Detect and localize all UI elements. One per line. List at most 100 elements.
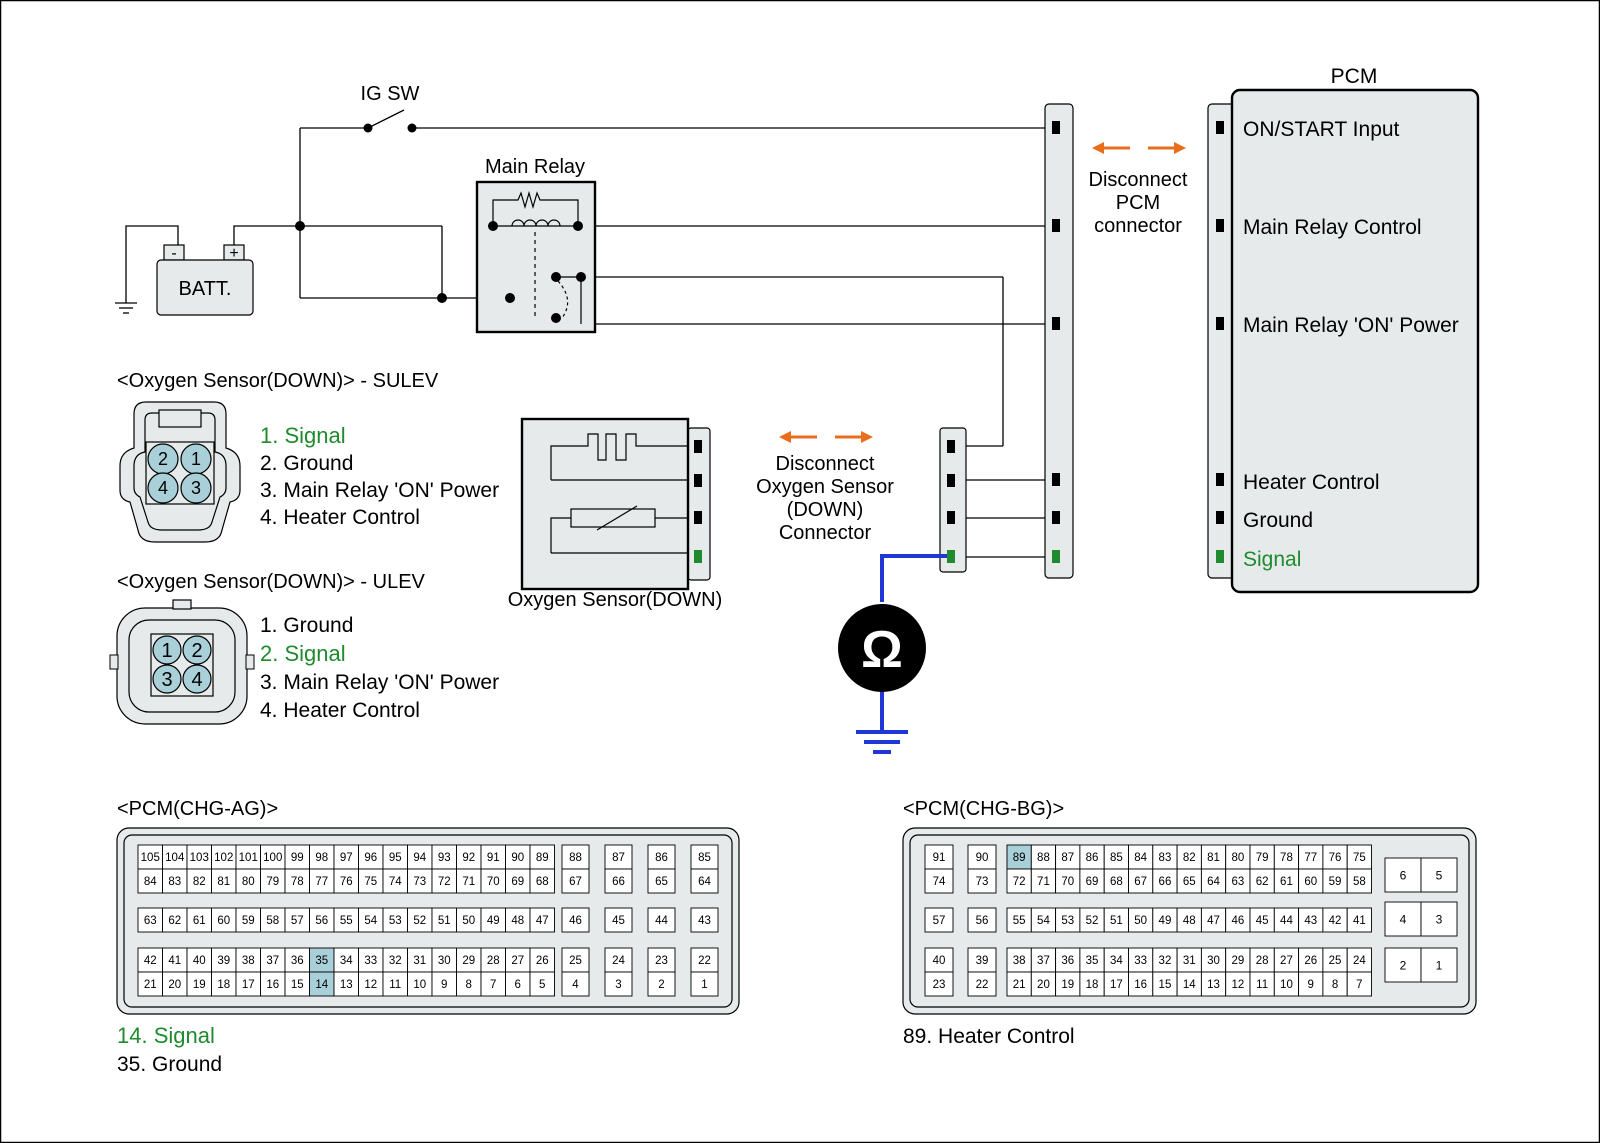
pin-number: 85 [1110,852,1123,864]
pin-number: 4 [1400,912,1407,926]
pin-number: 70 [1061,876,1074,888]
pcm-ag-note-2: 35. Ground [117,1053,222,1076]
pin-number: 23 [655,955,668,967]
pin-number: 46 [569,915,582,927]
pin-cell [1298,971,1324,997]
pin-cell [1225,947,1251,973]
pin-number: 75 [1353,852,1366,864]
pin-number: 12 [364,979,377,991]
pin-number: 47 [1207,915,1220,927]
pin-number: 6 [515,979,521,991]
pin-cell [1128,907,1154,933]
disconnect-o2-line-2: Oxygen Sensor [756,476,894,498]
pin-number: 29 [1231,955,1244,967]
pin-cell [647,947,676,973]
pin-cell [480,947,506,973]
junction-dots [295,221,447,303]
pin-number: 31 [413,955,426,967]
pin-cell [1225,907,1251,933]
pin-number: 29 [462,955,475,967]
ulev-pin-number: 1 [161,640,172,662]
pin-number: 24 [612,955,625,967]
pin-cell [647,868,676,894]
pin-number: 77 [315,876,328,888]
pin-cell [211,907,237,933]
pin-number: 35 [315,955,328,967]
pin-number: 41 [1353,915,1366,927]
pin-cell [333,971,359,997]
main-relay: Main Relay [475,156,597,334]
pin-number: 1 [701,979,707,991]
pin-number: 28 [1256,955,1269,967]
pin-cell [1079,844,1105,870]
pin-cell [1200,844,1227,870]
pin-number: 74 [933,876,946,888]
pin-cell [967,907,997,933]
pin-number: 91 [933,852,946,864]
pin-number: 79 [266,876,279,888]
pin-cell [690,868,719,894]
pin-cell [235,868,261,894]
pin-cell [162,844,188,870]
pin-number: 46 [1231,915,1244,927]
pin-number: 21 [144,979,157,991]
pin-number: 84 [1134,852,1147,864]
pin-number: 71 [1037,876,1050,888]
pin-cell [690,947,719,973]
pcm-module: PCM ON/START Input Main Relay Control Ma… [1207,65,1480,594]
pin-number: 57 [933,915,946,927]
pin-cell [260,844,286,870]
pin-cell [529,868,555,894]
pin-cell [1384,901,1422,937]
pin-number: 100 [263,852,282,864]
pin-number: 32 [1159,955,1172,967]
pin-number: 101 [239,852,258,864]
pin-number: 30 [438,955,451,967]
sulev-pin-number: 1 [191,449,201,469]
disconnect-pcm-text: Disconnect PCM connector [1089,169,1188,237]
pin-cell [1346,868,1372,894]
pin-cell [211,947,237,973]
pin-number: 27 [1280,955,1293,967]
pin-number: 49 [487,915,500,927]
pin-number: 4 [572,979,579,991]
pin-cell [284,844,310,870]
pcm-bg-title: <PCM(CHG-BG)> [903,798,1064,820]
pin-number: 34 [1110,955,1123,967]
pin-cell [1006,947,1032,973]
pin-number: 13 [340,979,353,991]
pin-number: 10 [1280,979,1293,991]
pin-cell [1079,868,1105,894]
pin-cell [967,947,997,973]
pin-number: 45 [1256,915,1269,927]
pin-number: 40 [933,955,946,967]
pin-cell [456,907,482,933]
pin-cell [358,971,384,997]
pin-number: 72 [1013,876,1026,888]
pin-number: 98 [315,852,328,864]
pin-cell [967,844,997,870]
ulev-pin-4: 4. Heater Control [260,699,420,722]
pin-number: 69 [511,876,524,888]
oxygen-sensor-label: Oxygen Sensor(DOWN) [508,589,723,611]
disconnect-o2-arrows [779,431,873,443]
pin-number: 63 [144,915,157,927]
pin-cell [924,868,954,894]
pin-cell [480,971,506,997]
pin-cell [186,868,212,894]
pin-cell [1322,907,1348,933]
pin-cell [1103,947,1129,973]
pin-cell [431,868,457,894]
pin-number: 86 [1086,852,1099,864]
pcm-pin-main-relay-control: Main Relay Control [1243,216,1422,239]
pin-number: 13 [1207,979,1220,991]
pin-cell [382,971,408,997]
pin-number: 37 [1037,955,1050,967]
pin-number: 80 [242,876,255,888]
pin-number: 45 [612,915,625,927]
pin-number: 53 [389,915,402,927]
main-relay-label: Main Relay [485,156,585,178]
pin-cell [407,868,433,894]
pin-number: 2 [658,979,664,991]
